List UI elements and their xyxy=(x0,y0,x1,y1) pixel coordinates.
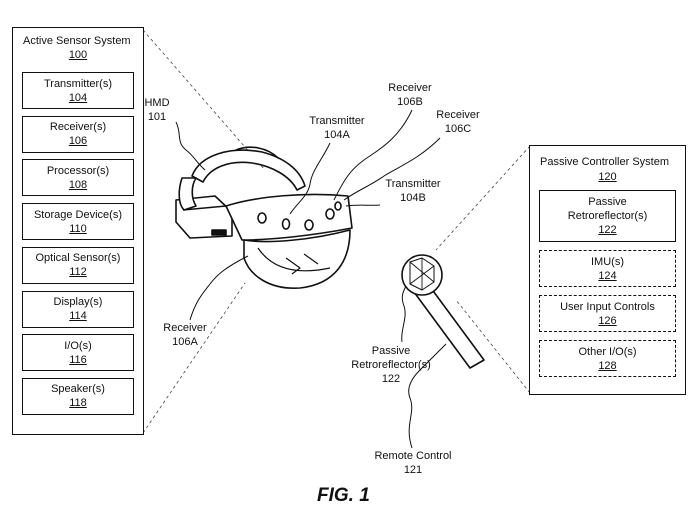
active-item-label: Display(s) xyxy=(53,296,103,308)
leader-rx-c xyxy=(343,137,441,201)
active-item-box: I/O(s)116 xyxy=(22,334,134,372)
passive-item-label: User Input Controls xyxy=(560,300,655,313)
active-item-number: 116 xyxy=(69,353,87,366)
hmd-rear-pad xyxy=(178,177,197,211)
sensor-window-3 xyxy=(304,219,314,231)
passive-item-label-line2: Retroreflector(s) xyxy=(567,210,648,222)
leader-hmd xyxy=(175,121,206,171)
leader-remote xyxy=(408,343,447,449)
passive-item-box: Other I/O(s)128 xyxy=(539,340,676,377)
active-item-box: Receiver(s)106 xyxy=(22,115,134,153)
sensor-window-2 xyxy=(281,218,291,230)
active-item-number: 106 xyxy=(68,135,88,148)
active-item-number: 112 xyxy=(69,266,87,279)
active-item-box: Optical Sensor(s)112 xyxy=(22,246,134,284)
passive-item-label: Passive xyxy=(588,196,627,208)
sensor-window-4 xyxy=(325,208,335,220)
sensor-window-5 xyxy=(334,201,342,211)
leader-tx-a xyxy=(289,142,331,215)
leader-rx-b xyxy=(333,109,413,201)
remote-control-device xyxy=(401,254,485,369)
active-panel-number: 100 xyxy=(68,49,88,61)
sensor-window-1 xyxy=(257,212,267,224)
hmd-strap-band xyxy=(235,146,279,159)
hmd-shield xyxy=(243,229,351,289)
figure-label: FIG. 1 xyxy=(317,485,370,506)
active-item-label: I/O(s) xyxy=(64,339,92,352)
passive-item-number: 128 xyxy=(598,359,617,372)
leader-retro xyxy=(401,285,407,343)
passive-item-number: 122 xyxy=(598,224,617,236)
projection-line-active-bottom xyxy=(142,282,246,434)
leader-rx-a xyxy=(189,255,249,321)
projection-line-active-top xyxy=(142,29,266,171)
active-item-box: Transmitter(s)104 xyxy=(22,72,134,109)
active-item-number: 104 xyxy=(68,91,88,104)
active-item-label: Processor(s) xyxy=(46,164,110,177)
projection-line-passive-bottom xyxy=(455,299,531,394)
active-item-number: 108 xyxy=(68,178,88,191)
active-item-label: Receiver(s) xyxy=(49,121,107,134)
leader-tx-b xyxy=(345,204,381,207)
hmd-device xyxy=(175,146,353,289)
passive-panel-number: 120 xyxy=(598,171,617,183)
passive-item-number: 124 xyxy=(598,269,617,282)
active-item-label: Storage Device(s) xyxy=(33,208,123,221)
active-item-number: 114 xyxy=(69,310,87,322)
active-item-box: Speaker(s)118 xyxy=(22,377,134,415)
active-panel-title: Active Sensor System xyxy=(23,35,131,47)
active-item-number: 110 xyxy=(69,222,87,235)
passive-panel-title: Passive Controller System xyxy=(540,156,669,168)
active-item-box: Storage Device(s)110 xyxy=(22,203,134,241)
active-item-label: Transmitter(s) xyxy=(43,77,113,90)
hmd-visor xyxy=(225,193,353,241)
projection-line-passive-top xyxy=(435,145,531,251)
passive-item-label: IMU(s) xyxy=(591,255,624,268)
hmd-strap xyxy=(191,149,306,191)
active-item-box: Processor(s)108 xyxy=(22,159,134,197)
active-item-label: Speaker(s) xyxy=(51,383,105,396)
passive-item-label: Other I/O(s) xyxy=(578,345,637,358)
active-item-number: 118 xyxy=(69,397,87,410)
active-item-label: Optical Sensor(s) xyxy=(35,252,121,265)
active-item-box: Display(s) 114 xyxy=(22,290,134,328)
passive-item-box: IMU(s)124 xyxy=(539,250,676,287)
passive-item-number: 126 xyxy=(598,314,617,327)
